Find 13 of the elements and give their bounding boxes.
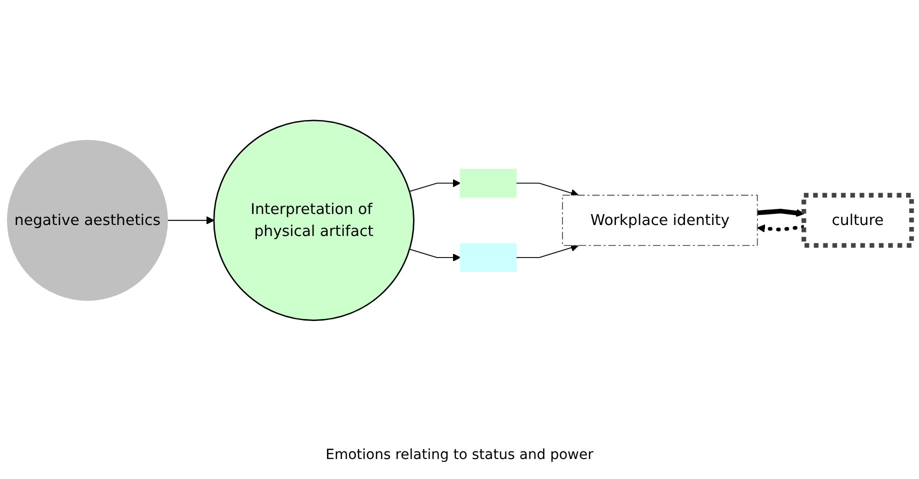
arrow	[409, 248, 461, 262]
node-circle: Interpretation of physical artifact	[213, 120, 414, 322]
node-circle: negative aesthetics	[6, 140, 168, 301]
node-box: Workplace identity	[562, 194, 758, 246]
arrow	[516, 244, 579, 258]
node-box	[460, 243, 516, 272]
arrow	[516, 182, 579, 198]
arrow	[409, 179, 461, 192]
node-box: culture	[802, 193, 914, 248]
arrow	[167, 216, 214, 225]
note-text: Emotions relating to status and power	[326, 447, 594, 463]
arrow	[757, 224, 806, 233]
node-box	[460, 168, 516, 198]
